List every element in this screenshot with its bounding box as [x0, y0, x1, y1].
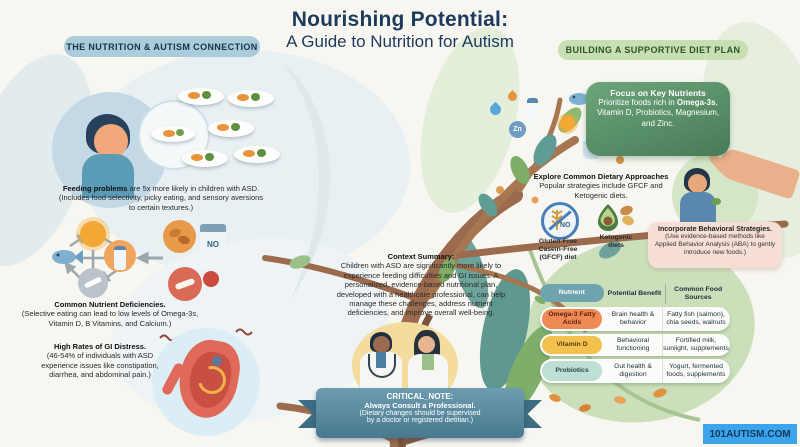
- key-nutrients-box: Focus on Key Nutrients Prioritize foods …: [586, 82, 730, 156]
- section-badge-nutrition-connection: THE NUTRITION & AUTISM CONNECTION: [64, 36, 260, 57]
- nutrient-pill: Vitamin D: [542, 336, 602, 354]
- table-row-omega3: Omega-3 Fatty Acids Brain health & behav…: [540, 307, 730, 331]
- table-header-benefit: Potential Benefit: [607, 289, 662, 297]
- table-row-vitamind: Vitamin D Behavioral functioning Fortifi…: [540, 334, 730, 356]
- feeding-problems-sub: (Includes food selectivity, picky eating…: [58, 193, 264, 212]
- feeding-problems-lead: Feeding problems: [62, 184, 128, 193]
- sources-cell: Fortified milk, sunlight, supplements: [662, 334, 729, 356]
- milk-bottle-icon: [527, 98, 538, 125]
- dietitian-face: [418, 336, 435, 353]
- sources-cell: Yogurt, fermented foods, supplements: [662, 359, 729, 383]
- gi-distress-sub: (46-54% of individuals with ASD experien…: [41, 351, 159, 380]
- bone-icon: [78, 268, 108, 298]
- feeding-problems-rest: are 5x more likely in children with ASD.: [127, 184, 260, 193]
- key-nutrients-body: Prioritize foods rich in: [598, 98, 677, 107]
- watermark: 101AUTISM.COM: [703, 424, 797, 444]
- keto-diet-label: Ketogenic diets: [599, 234, 633, 250]
- apple-icon: [203, 271, 219, 287]
- behavioral-strategies-box: Incorporate Behavioral Strategies. (Use …: [648, 222, 782, 268]
- critical-note-sub2: by a doctor or registered dietitian.): [366, 417, 474, 424]
- nutrient-deficiencies-text: Common Nutrient Deficiencies. (Selective…: [14, 300, 206, 328]
- gfcf-diet-label: Gluten-Free Casein-Free (GFCF) diet: [538, 238, 578, 262]
- dietary-approaches-body: Popular strategies include GFCF and Keto…: [539, 181, 663, 200]
- speech-bubble-plate: [138, 100, 210, 170]
- table-header-row: Nutrient Potential Benefit Common Food S…: [540, 284, 730, 304]
- zinc-coin-icon: Zn: [509, 121, 526, 138]
- milk-carton-icon: NO: [200, 224, 226, 270]
- almonds-icon: [163, 220, 196, 253]
- behavioral-strategies-sub: (Use evidence-based methods like Applied…: [654, 233, 776, 257]
- benefit-cell: Gut health & digestion: [614, 362, 652, 378]
- benefit-cell: Behavioral functioning: [616, 336, 650, 352]
- stomach-illustration: [152, 328, 260, 436]
- nutrient-deficiencies-lead: Common Nutrient Deficiencies.: [54, 300, 166, 309]
- critical-note-title: CRITICAL_NOTE:: [386, 392, 454, 401]
- child-body: [82, 154, 134, 198]
- nutrient-pill: Probiotics: [542, 361, 602, 381]
- nutrient-pill: Omega-3 Fatty Acids: [542, 309, 602, 329]
- watermark-label: 101AUTISM.COM: [709, 428, 791, 440]
- critical-note-box: CRITICAL_NOTE: Always Consult a Professi…: [316, 388, 524, 438]
- sun-icon: [80, 221, 106, 247]
- context-summary: Context Summary: Children with ASD are s…: [328, 252, 514, 318]
- plate: [178, 88, 224, 105]
- gfcf-no-icon: NO: [541, 202, 579, 240]
- gfcf-no-label: NO: [560, 222, 571, 229]
- child-face: [94, 124, 128, 158]
- doctor-face: [373, 336, 390, 353]
- context-summary-body: Children with ASD are significantly more…: [336, 261, 506, 318]
- dietary-approaches-heading: Explore Common Dietary Approaches: [533, 172, 669, 181]
- context-summary-heading: Context Summary:: [387, 252, 455, 261]
- table-row-probiotics: Probiotics Gut health & digestion Yogurt…: [540, 359, 730, 383]
- section-badge-label: THE NUTRITION & AUTISM CONNECTION: [66, 41, 258, 52]
- plate: [182, 150, 228, 167]
- critical-note-lead: Always Consult a Professional.: [364, 401, 476, 410]
- plate: [208, 120, 254, 137]
- section-badge-label: BUILDING A SUPPORTIVE DIET PLAN: [565, 45, 741, 55]
- feeding-problems-text: Feeding problems are 5x more likely in c…: [58, 184, 264, 212]
- page-title: Nourishing Potential:: [291, 8, 509, 31]
- plate: [228, 90, 274, 107]
- dietary-approaches-text: Explore Common Dietary Approaches Popula…: [528, 172, 674, 200]
- milk-no-label: NO: [207, 240, 219, 249]
- benefit-cell: Brain health & behavior: [611, 310, 655, 326]
- behavioral-strategies-lead: Incorporate Behavioral Strategies.: [658, 226, 772, 233]
- child-body: [680, 192, 716, 226]
- critical-note-sub1: (Dietary changes should be supervised: [359, 410, 481, 417]
- zinc-label: Zn: [513, 126, 522, 133]
- table-header-nutrient: Nutrient: [540, 284, 604, 302]
- gi-distress-text: High Rates of GI Distress. (46-54% of in…: [32, 342, 168, 380]
- plate: [234, 146, 280, 163]
- food-piece: [712, 198, 721, 205]
- table-header-sources: Common Food Sources: [665, 284, 730, 304]
- gi-distress-lead: High Rates of GI Distress.: [53, 342, 147, 351]
- page-subtitle: A Guide to Nutrition for Autism: [286, 32, 514, 51]
- key-nutrients-heading: Focus on Key Nutrients: [610, 88, 706, 98]
- key-nutrients-bold: Omega-3s: [676, 98, 716, 107]
- key-nutrients-rest: , Vitamin D, Probiotics, Magnesium, and …: [596, 98, 720, 128]
- avocado-icon: [598, 204, 618, 231]
- sources-cell: Fatty fish (salmon), chia seeds, walnuts: [662, 307, 729, 331]
- nutrient-deficiencies-sub: (Selective eating can lead to low levels…: [21, 309, 199, 328]
- section-badge-diet-plan: BUILDING A SUPPORTIVE DIET PLAN: [558, 40, 748, 60]
- fish-icon: [52, 250, 83, 264]
- bone-red-icon: [168, 267, 202, 301]
- supplement-bottle-icon: [104, 240, 136, 272]
- sun-icon: [560, 116, 575, 131]
- child-face: [688, 174, 707, 193]
